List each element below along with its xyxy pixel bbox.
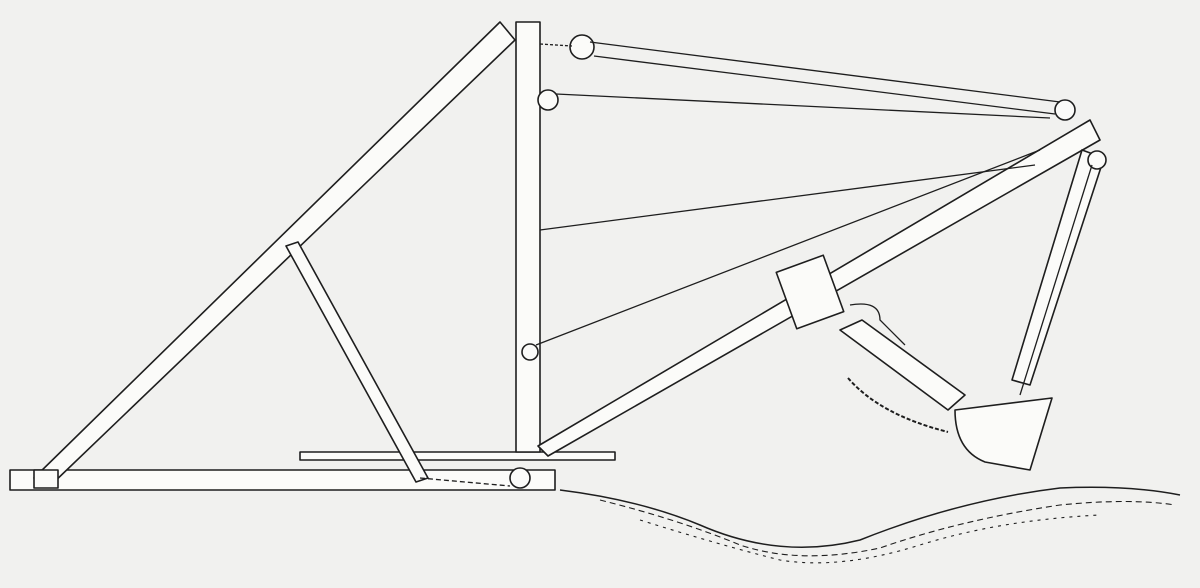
hoist-cable: [539, 164, 1036, 231]
hydraulic-hose: [849, 303, 906, 346]
hoist-cable: [535, 149, 1041, 346]
dipper-arm: [839, 319, 966, 411]
dipper-stick: [1011, 149, 1105, 386]
bucket: [954, 397, 1053, 471]
mast: [515, 21, 541, 453]
base-plate: [33, 469, 59, 489]
diagonal-strut: [33, 21, 516, 487]
base-pivot: [509, 467, 531, 489]
stick-cable: [1019, 164, 1093, 396]
inner-brace: [285, 241, 429, 483]
mast-sheave: [537, 89, 559, 111]
backstay-cable: [589, 41, 1061, 103]
backstay-cable: [593, 55, 1056, 115]
boom-cable: [555, 93, 1051, 119]
stick-sheave: [1087, 150, 1107, 170]
chain-to-mast: [539, 43, 573, 47]
ground-hatching: [559, 486, 1181, 564]
shipper-shaft-housing: [775, 254, 845, 330]
boom-point-sheave: [1054, 99, 1076, 121]
turntable: [299, 451, 616, 461]
top-sheave: [569, 34, 595, 60]
base-beam: [9, 469, 556, 491]
base-tie: [419, 477, 511, 487]
mid-mast-sheave: [521, 343, 539, 361]
